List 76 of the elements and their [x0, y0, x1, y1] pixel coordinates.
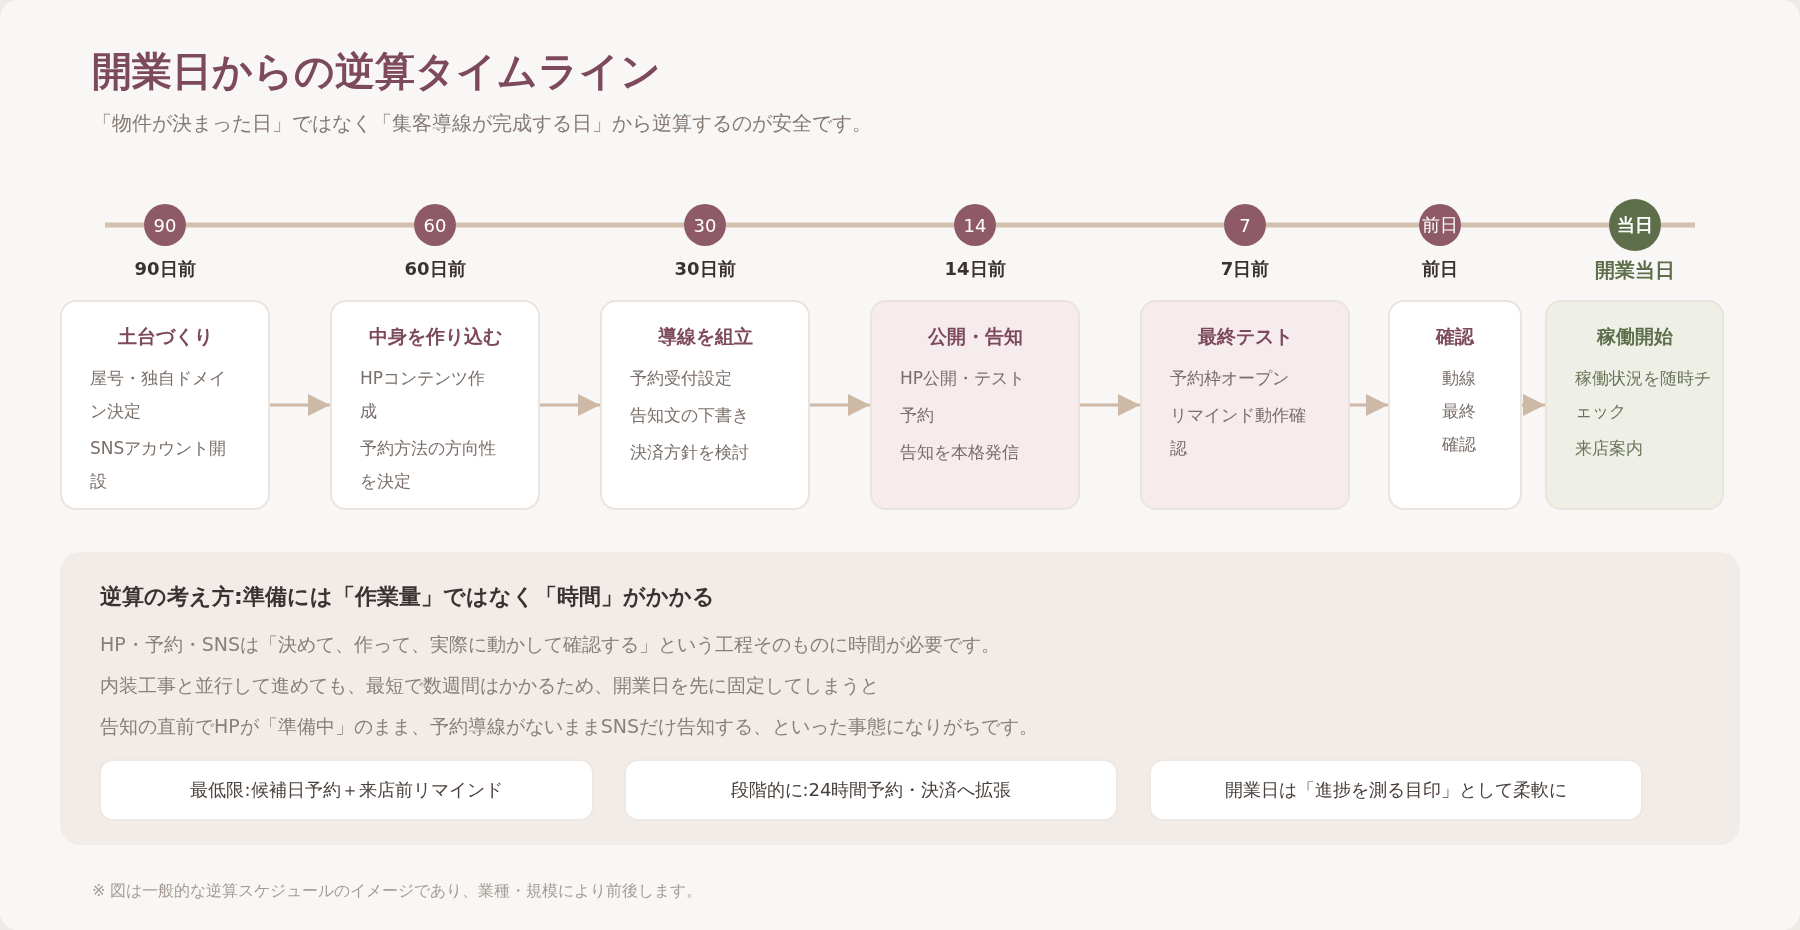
title: 開業日からの逆算タイムライン	[92, 46, 661, 96]
timeline-marker	[144, 204, 186, 246]
marker-number: 30	[693, 214, 717, 236]
task-item: HPコンテンツ作成	[360, 367, 487, 423]
task-item: HP公開・テスト	[900, 367, 1027, 390]
subtitle: 「物件が決まった日」ではなく「集客導線が完成する日」から逆算するのが安全です。	[92, 110, 872, 137]
marker-number: 14	[963, 214, 987, 236]
tip-box	[1149, 759, 1643, 821]
task-item: 告知を本格発信	[900, 441, 1020, 464]
arrow	[1350, 394, 1388, 416]
day-label: 前日	[1421, 257, 1459, 281]
arrow	[1522, 394, 1545, 416]
arrow	[270, 394, 330, 416]
tip-box	[624, 759, 1118, 821]
task-item: 予約	[900, 404, 935, 427]
arrow	[810, 394, 870, 416]
tip-text: 段階的に:24時間予約・決済へ拡張	[730, 778, 1012, 802]
timeline-line	[186, 222, 414, 228]
step-card	[870, 300, 1080, 510]
panel-heading: 逆算の考え方:準備には「作業量」ではなく「時間」がかかる	[100, 583, 716, 611]
arrow	[540, 394, 600, 416]
card-heading: 導線を組立	[656, 324, 754, 349]
task-item: 予約方法の方向性を決定	[360, 437, 497, 493]
step-card	[330, 300, 540, 510]
task-item: SNSアカウント開設	[90, 437, 228, 493]
marker-number: 前日	[1422, 213, 1458, 237]
step-card	[600, 300, 810, 510]
marker-number: 90	[153, 214, 177, 236]
timeline-line	[1461, 222, 1609, 228]
paragraph: HP・予約・SNSは「決めて、作って、実際に動かして確認する」という工程そのものに時間が必要です。	[100, 632, 1002, 657]
task-item: 屋号・独自ドメイン決定	[90, 367, 227, 423]
task-item: 動線最終確認	[1442, 367, 1477, 456]
day-label: 90日前	[133, 257, 197, 281]
task-item: 告知文の下書き	[630, 404, 750, 427]
arrow	[1080, 394, 1140, 416]
task-item: 予約受付設定	[630, 367, 733, 390]
card-heading: 土台づくり	[116, 324, 214, 349]
marker-number: 7	[1239, 214, 1251, 236]
day-label: 7日前	[1219, 257, 1271, 281]
tip-box	[99, 759, 594, 821]
task-item: 稼働状況を随時チェック	[1575, 367, 1712, 423]
timeline-line	[456, 222, 684, 228]
day-label: 60日前	[403, 257, 467, 281]
card-heading: 中身を作り込む	[367, 324, 503, 349]
card-heading: 最終テスト	[1196, 324, 1294, 349]
timeline-line	[726, 222, 954, 228]
info-panel	[60, 552, 1740, 845]
task-item: 予約枠オープン	[1170, 367, 1290, 390]
timeline-marker	[1609, 199, 1661, 251]
timeline-line	[1266, 222, 1419, 228]
timeline-marker	[954, 204, 996, 246]
tip-text: 最低限:候補日予約＋来店前リマインド	[190, 778, 503, 802]
paragraph: 内装工事と並行して進めても、最短で数週間はかかるため、開業日を先に固定してしまうと	[100, 673, 880, 698]
tip-text: 開業日は「進捗を測る目印」として柔軟に	[1225, 778, 1567, 802]
card-heading: 稼働開始	[1595, 324, 1674, 349]
day-label: 開業当日	[1594, 257, 1676, 284]
step-card	[1545, 300, 1724, 510]
step-card	[60, 300, 270, 510]
task-item: 決済方針を検討	[630, 441, 750, 464]
marker-number: 60	[423, 214, 447, 236]
footnote: ※ 図は一般的な逆算スケジュールのイメージであり、業種・規模により前後します。	[92, 881, 703, 902]
step-card	[1140, 300, 1350, 510]
timeline-marker	[1419, 204, 1461, 246]
step-card	[1388, 300, 1522, 510]
task-item: 来店案内	[1575, 437, 1644, 460]
marker-number: 当日	[1617, 213, 1653, 237]
timeline-marker	[684, 204, 726, 246]
timeline-marker	[1224, 204, 1266, 246]
day-label: 30日前	[673, 257, 737, 281]
card-heading: 公開・告知	[926, 324, 1024, 349]
day-label: 14日前	[943, 257, 1007, 281]
paragraph: 告知の直前でHPが「準備中」のまま、予約導線がないままSNSだけ告知する、といった事態になりがちです。	[100, 714, 1040, 739]
card-heading: 確認	[1434, 324, 1476, 349]
timeline-marker	[414, 204, 456, 246]
timeline-line	[996, 222, 1224, 228]
task-item: リマインド動作確認	[1170, 404, 1307, 460]
